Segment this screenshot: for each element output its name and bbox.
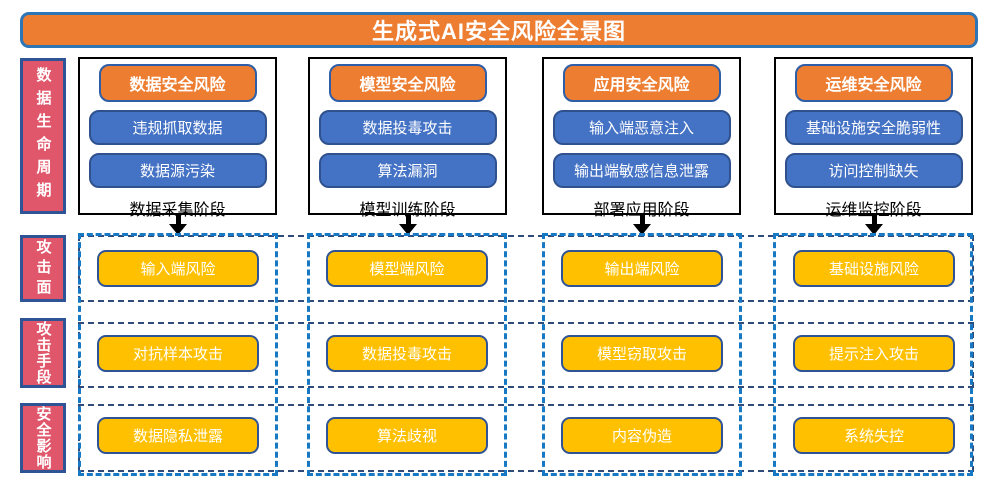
security-impact-item: 数据隐私泄露 <box>97 417 259 454</box>
stage-label: 运维监控阶段 <box>825 202 922 219</box>
risk-category-header: 应用安全风险 <box>562 64 721 102</box>
attack-method-item: 对抗样本攻击 <box>97 335 259 372</box>
risk-category-header: 模型安全风险 <box>328 64 487 102</box>
risk-item: 数据源污染 <box>88 153 267 188</box>
diagram-title: 生成式AI安全风险全景图 <box>20 12 978 48</box>
attack-surface-item: 输出端风险 <box>561 250 723 287</box>
row-label-data-lifecycle: 数据生命周期 <box>20 58 66 214</box>
security-impact-item: 系统失控 <box>793 417 955 454</box>
dashed-column-model <box>307 233 507 476</box>
risk-item: 违规抓取数据 <box>88 110 267 145</box>
attack-surface-item: 基础设施风险 <box>793 250 955 287</box>
dashed-column-data <box>78 233 278 476</box>
risk-item: 访问控制缺失 <box>784 153 963 188</box>
stage-box-data-collection: 数据安全风险 违规抓取数据 数据源污染 数据采集阶段 <box>78 57 277 219</box>
stage-box-operations: 运维安全风险 基础设施安全脆弱性 访问控制缺失 运维监控阶段 <box>774 57 973 219</box>
down-arrow-icon <box>169 215 187 235</box>
row-label-attack-method: 攻击手段 <box>20 318 66 388</box>
attack-method-item: 提示注入攻击 <box>793 335 955 372</box>
stage-label: 数据采集阶段 <box>129 202 226 219</box>
attack-surface-item: 模型端风险 <box>326 250 488 287</box>
stage-box-model-training: 模型安全风险 数据投毒攻击 算法漏洞 模型训练阶段 <box>308 57 507 219</box>
row-label-security-impact: 安全影响 <box>20 403 66 473</box>
dashed-column-operations <box>773 233 973 476</box>
stage-label: 模型训练阶段 <box>359 202 456 219</box>
risk-item: 输入端恶意注入 <box>552 110 731 145</box>
risk-category-header: 运维安全风险 <box>794 64 953 102</box>
stage-label: 部署应用阶段 <box>593 202 690 219</box>
risk-item: 数据投毒攻击 <box>318 110 497 145</box>
down-arrow-icon <box>399 215 417 235</box>
attack-method-item: 数据投毒攻击 <box>326 335 488 372</box>
risk-category-header: 数据安全风险 <box>98 64 257 102</box>
risk-item: 基础设施安全脆弱性 <box>784 110 963 145</box>
risk-item: 输出端敏感信息泄露 <box>552 153 731 188</box>
down-arrow-icon <box>865 215 883 235</box>
security-impact-item: 内容伪造 <box>561 417 723 454</box>
stage-box-deployment: 应用安全风险 输入端恶意注入 输出端敏感信息泄露 部署应用阶段 <box>542 57 741 219</box>
row-label-attack-surface: 攻击面 <box>20 235 66 302</box>
attack-surface-item: 输入端风险 <box>97 250 259 287</box>
dashed-column-application <box>542 233 742 476</box>
down-arrow-icon <box>633 215 651 235</box>
attack-method-item: 模型窃取攻击 <box>561 335 723 372</box>
security-impact-item: 算法歧视 <box>326 417 488 454</box>
risk-item: 算法漏洞 <box>318 153 497 188</box>
